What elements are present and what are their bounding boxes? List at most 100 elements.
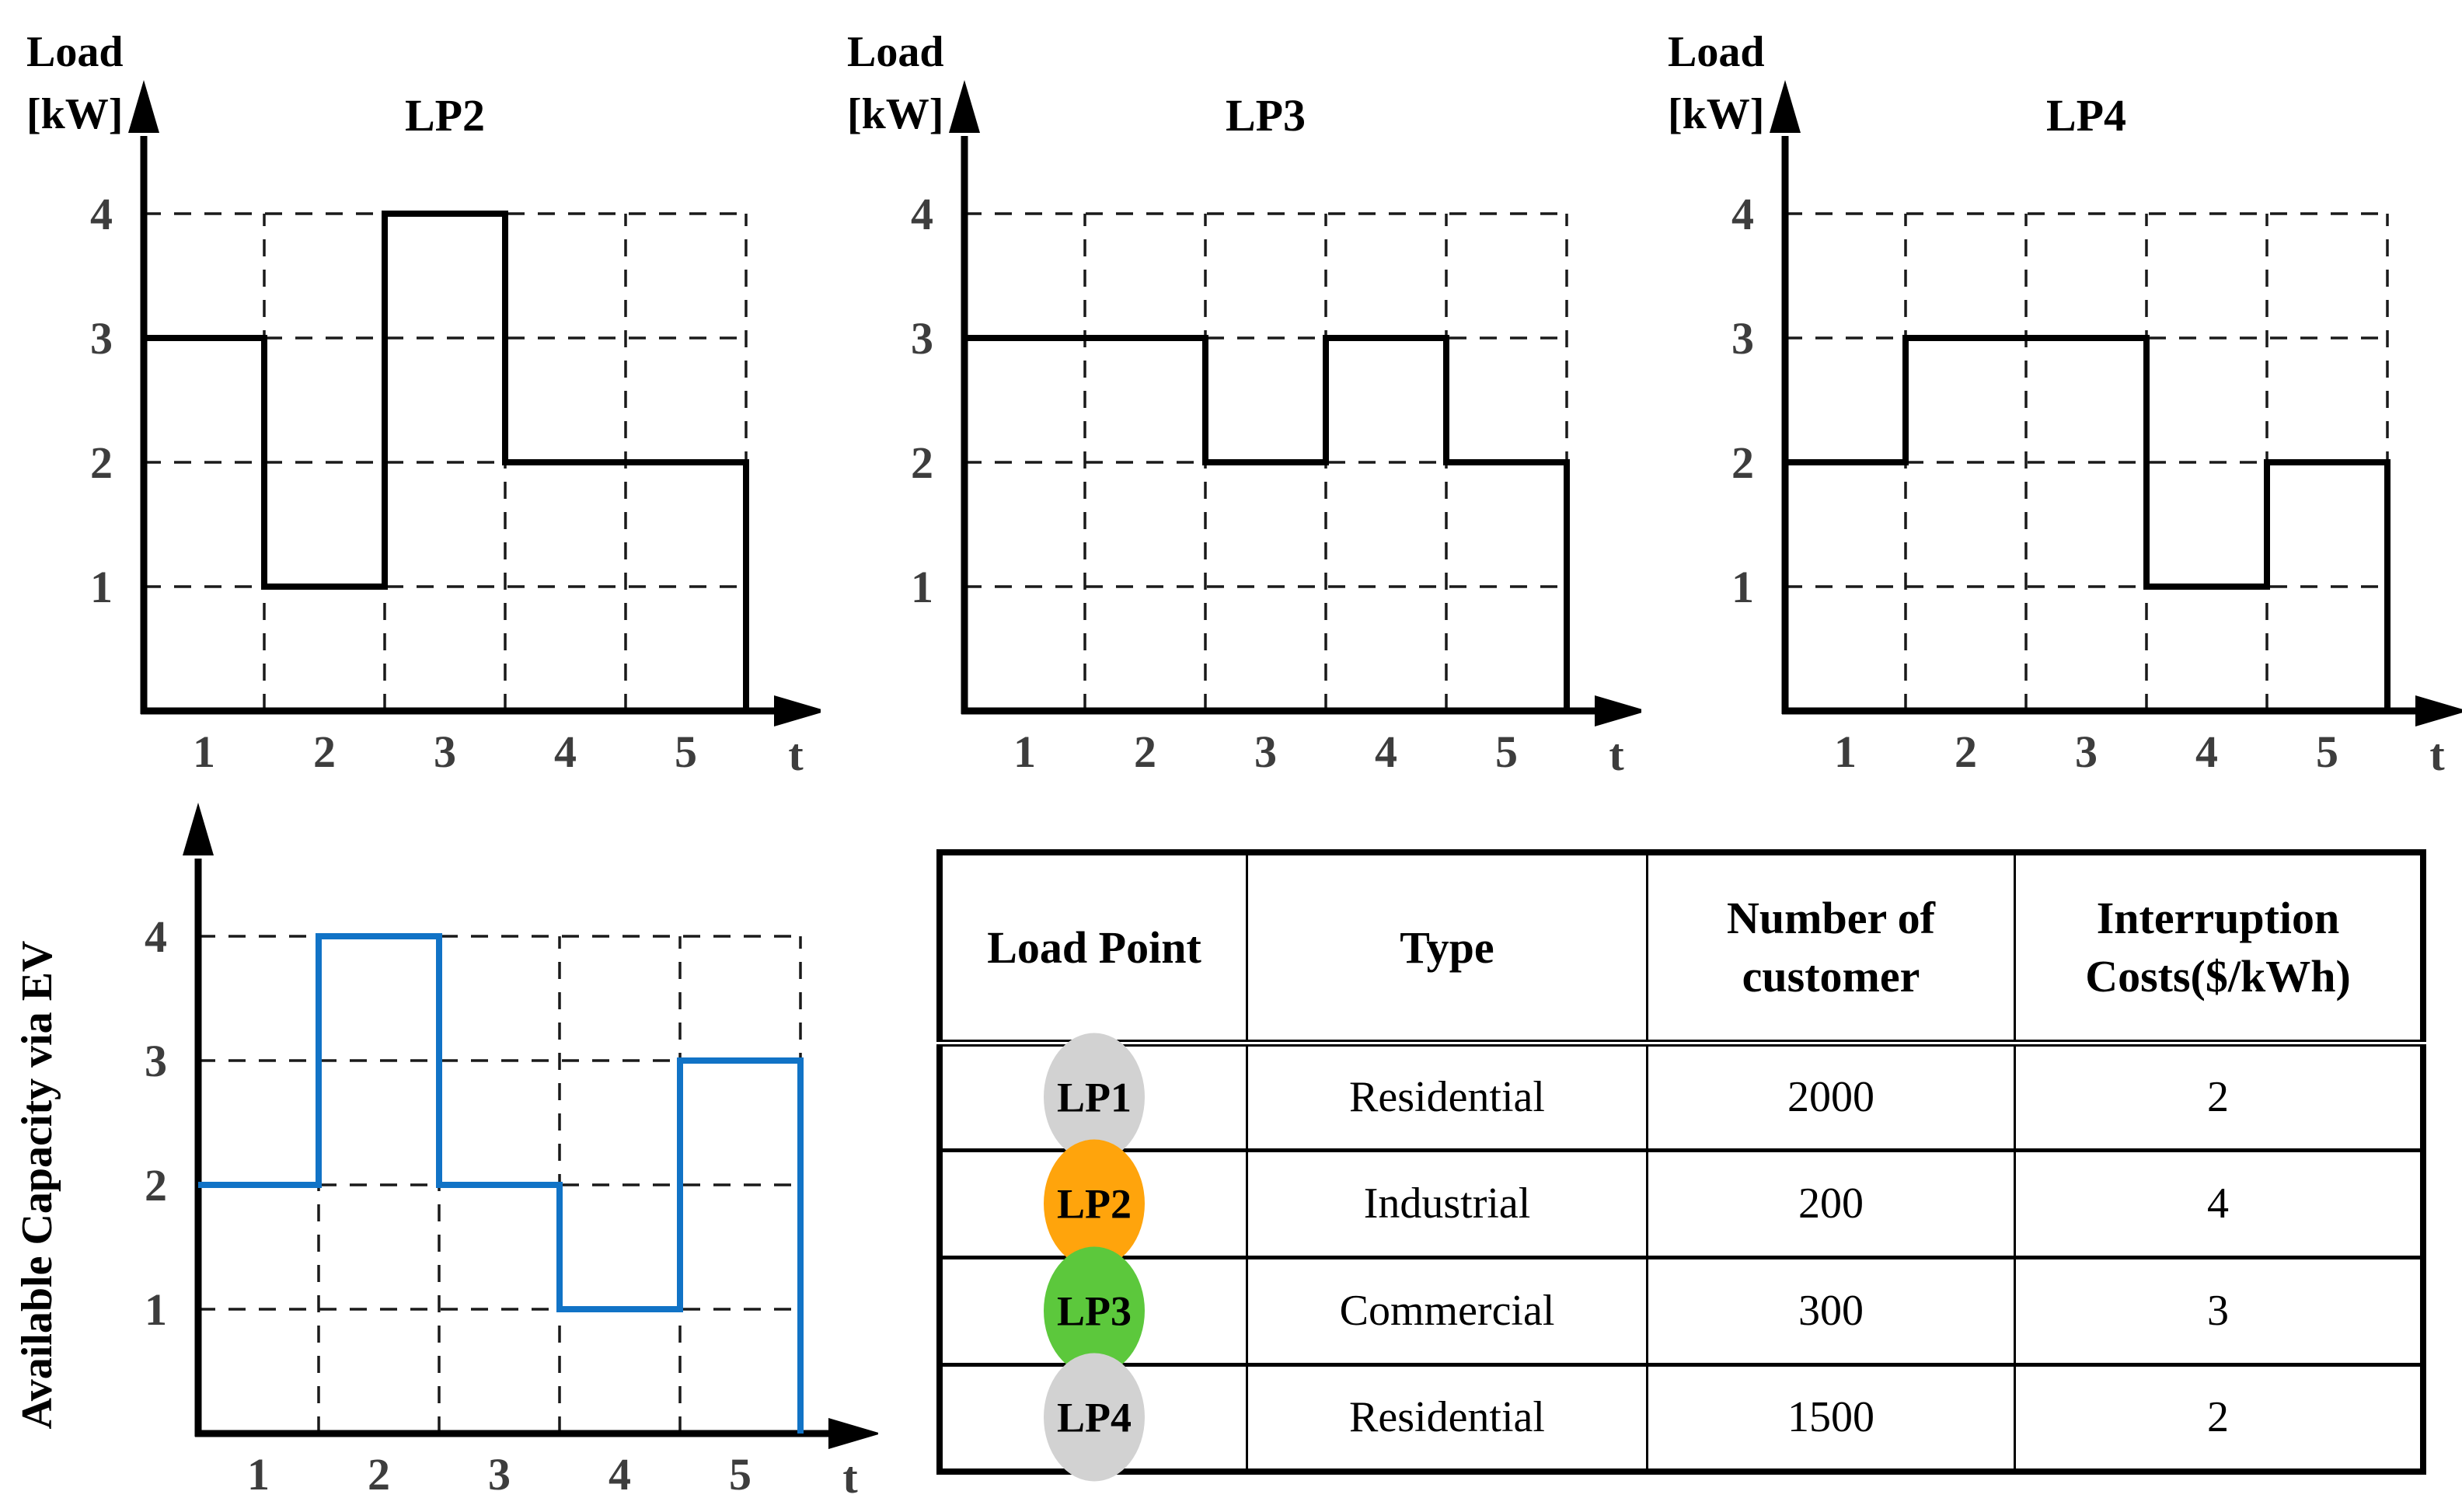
svg-text:4: 4 — [609, 1449, 631, 1500]
y-axis-label-rotated: Available Capacity via EV — [13, 941, 61, 1430]
load-point-table: Load Point Type Number of customer Inter… — [936, 849, 2426, 1482]
axes — [128, 80, 821, 726]
x-axis-arrow — [774, 695, 821, 726]
svg-text:1: 1 — [247, 1449, 270, 1500]
lp2-step-plot: 1 2 3 4 1 2 3 4 5 t LP2 Load [kW] — [26, 28, 821, 780]
svg-text:2: 2 — [145, 1160, 167, 1211]
svg-text:4: 4 — [2195, 726, 2218, 777]
col-header-interruption-costs: Interruption Costs($/kWh) — [2014, 851, 2425, 1047]
svg-text:4: 4 — [1375, 726, 1397, 777]
table-row-lp4: LP4 Residential 1500 2 — [938, 1353, 2425, 1482]
lp4-badge: LP4 — [1044, 1353, 1145, 1482]
svg-text:1: 1 — [145, 1284, 167, 1335]
axes — [949, 80, 1641, 726]
table-header-row: Load Point Type Number of customer Inter… — [938, 851, 2425, 1047]
svg-text:2: 2 — [90, 437, 113, 488]
svg-text:3: 3 — [90, 313, 113, 364]
table-row-lp3: LP3 Commercial 300 3 — [938, 1246, 2425, 1375]
chart-title: LP3 — [1226, 90, 1306, 141]
x-axis-label: t — [842, 1452, 858, 1503]
lp2-interruption-cost: 4 — [2014, 1148, 2425, 1259]
table-row-lp1: LP1 Residential 2000 2 — [938, 1033, 2425, 1162]
lp3-customers: 300 — [1646, 1255, 2016, 1366]
lp3-cell: LP3 — [938, 1246, 1248, 1375]
axes — [183, 803, 878, 1449]
y-axis-label: [kW] — [26, 90, 123, 138]
col-header-load-point: Load Point — [938, 851, 1248, 1047]
col-header-number-of-customer: Number of customer — [1646, 851, 2016, 1047]
svg-text:5: 5 — [729, 1449, 752, 1500]
lp3-step-plot: 1 2 3 4 1 2 3 4 5 t LP3 Load [kW] — [847, 28, 1641, 780]
svg-text:1: 1 — [90, 562, 113, 612]
svg-text:4: 4 — [1731, 189, 1754, 239]
lp1-type: Residential — [1246, 1040, 1648, 1151]
y-axis-arrow — [183, 803, 214, 855]
svg-text:5: 5 — [1495, 726, 1518, 777]
lp3-type: Commercial — [1246, 1255, 1648, 1366]
lp4-interruption-cost: 2 — [2014, 1362, 2425, 1473]
svg-text:1: 1 — [911, 562, 933, 612]
svg-text:1: 1 — [1731, 562, 1754, 612]
svg-text:1: 1 — [1013, 726, 1036, 777]
y-axis-label: Load — [26, 28, 124, 76]
lp2-customers: 200 — [1646, 1148, 2016, 1259]
y-axis-arrow — [1770, 80, 1801, 133]
y-axis-label: [kW] — [847, 90, 943, 138]
y-axis-label: Load — [1668, 28, 1765, 76]
y-axis-arrow — [128, 80, 159, 133]
step-line — [1785, 335, 2391, 711]
svg-text:2: 2 — [1955, 726, 1977, 777]
svg-text:3: 3 — [1254, 726, 1277, 777]
svg-text:3: 3 — [434, 726, 456, 777]
lp4-customers: 1500 — [1646, 1362, 2016, 1473]
lp1-cell: LP1 — [938, 1033, 1248, 1162]
x-axis-label: t — [2429, 730, 2445, 780]
x-axis-label: t — [788, 730, 804, 780]
load-profile-chart-lp2: 1 2 3 4 1 2 3 4 5 t LP2 Load [kW] — [0, 0, 821, 785]
svg-text:1: 1 — [1834, 726, 1857, 777]
step-line — [198, 933, 804, 1434]
lp1-interruption-cost: 2 — [2014, 1040, 2425, 1151]
svg-text:2: 2 — [313, 726, 336, 777]
svg-text:4: 4 — [554, 726, 577, 777]
svg-text:4: 4 — [911, 189, 933, 239]
svg-text:3: 3 — [911, 313, 933, 364]
svg-text:4: 4 — [145, 911, 167, 962]
tick-labels: 1 2 3 4 1 2 3 4 5 t — [911, 189, 1624, 780]
chart-title: LP4 — [2046, 90, 2126, 141]
y-axis-label: [kW] — [1668, 90, 1764, 138]
svg-text:1: 1 — [193, 726, 215, 777]
lp2-badge: LP2 — [1044, 1139, 1145, 1268]
y-axis-label: Load — [847, 28, 944, 76]
lp1-customers: 2000 — [1646, 1040, 2016, 1151]
x-axis-arrow — [828, 1418, 878, 1449]
svg-text:3: 3 — [2075, 726, 2098, 777]
x-axis-label: t — [1609, 730, 1624, 780]
x-axis-arrow — [1595, 695, 1641, 726]
load-profile-chart-lp3: 1 2 3 4 1 2 3 4 5 t LP3 Load [kW] — [821, 0, 1641, 785]
table-row-lp2: LP2 Industrial 200 4 — [938, 1139, 2425, 1268]
lp2-cell: LP2 — [938, 1139, 1248, 1268]
svg-text:4: 4 — [90, 189, 113, 239]
x-axis-arrow — [2415, 695, 2462, 726]
svg-text:5: 5 — [675, 726, 697, 777]
step-line — [964, 335, 1570, 711]
lp4-cell: LP4 — [938, 1353, 1248, 1482]
col-header-type: Type — [1246, 851, 1648, 1047]
svg-text:2: 2 — [1134, 726, 1156, 777]
svg-text:2: 2 — [1731, 437, 1754, 488]
axes — [1770, 80, 2462, 726]
svg-text:5: 5 — [2316, 726, 2338, 777]
svg-text:3: 3 — [145, 1036, 167, 1086]
lp2-type: Industrial — [1246, 1148, 1648, 1259]
lp4-type: Residential — [1246, 1362, 1648, 1473]
y-axis-arrow — [949, 80, 980, 133]
chart-title: LP2 — [405, 90, 485, 141]
svg-text:2: 2 — [911, 437, 933, 488]
